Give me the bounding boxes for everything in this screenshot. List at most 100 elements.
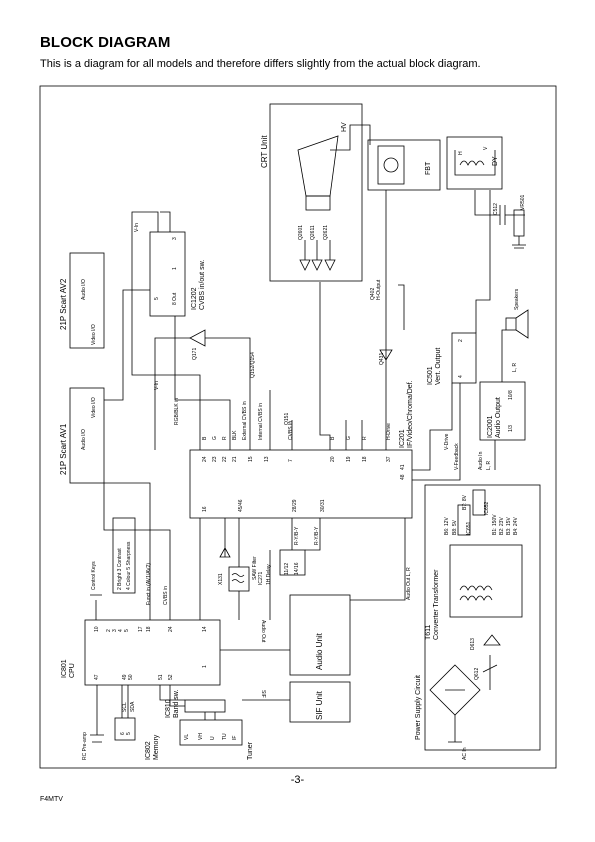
ic1202-pin-1: 1 [172, 267, 178, 270]
q2601-label: Q2601 [298, 225, 304, 240]
control-keys-label: Control Keys [91, 561, 97, 590]
speaker-icon [505, 317, 517, 331]
ic801-pin: 52 [168, 674, 174, 680]
ic801-pin: 50 [128, 674, 134, 680]
scart-av1-video-io: Video I/O [91, 397, 97, 418]
ic801-pin: 2 [106, 629, 112, 632]
osd-note-box [112, 517, 136, 594]
ic201-desc: IF/Video/Chroma/Def. [407, 380, 414, 448]
ic501-desc: Vert. Output [435, 348, 442, 385]
ic1202-pin-out: 8 Out [172, 292, 178, 305]
ic2001-pins-b: 10/8 [508, 390, 514, 400]
ic201-pin: 30/31 [320, 499, 326, 512]
v-feedback-label: V-Feedback [454, 443, 460, 470]
b4-label: B4: 24V [513, 517, 519, 535]
ic2001-name: IC2001 [487, 415, 494, 438]
ic801-box [84, 619, 221, 686]
scart-av2-box [69, 252, 105, 349]
scart-av2-video-io: Video I/O [91, 324, 97, 345]
tuner-pin: VL [184, 734, 190, 740]
cvbs-in-label: CVBS in [163, 586, 169, 605]
q152-label: Q152/Q154 [250, 352, 256, 378]
ic201-box [189, 449, 413, 519]
ic652-box [472, 489, 486, 516]
saw-filter-box [228, 566, 250, 592]
ic501-name: IC501 [427, 366, 434, 385]
ic810-box [184, 699, 226, 713]
ic201-signal-label: Internal CVBS in [258, 403, 264, 440]
crt-unit-box [269, 103, 363, 282]
ic201-signal-label: External CVBS in [242, 401, 248, 440]
tuner-pin: IF [232, 736, 238, 740]
osd-note-line1: 2 Bright 3 Contrast [117, 548, 123, 590]
dy-v-label: V [483, 146, 489, 150]
dy-label: DY [492, 156, 499, 166]
ic2001-box [479, 381, 526, 441]
ic1202-pin-3: 3 [172, 237, 178, 240]
diagram-frame [39, 85, 557, 769]
sif-label: SIF [260, 690, 266, 698]
scart-av1-audio-io: Audio I/O [81, 429, 87, 450]
fbt-label: FBT [425, 161, 432, 175]
ic201-pin: 41 [400, 464, 406, 470]
ic801-pin: 17 [138, 626, 144, 632]
q2611-label: Q2611 [310, 225, 316, 240]
lr-label: L, R [512, 362, 518, 372]
page-subtitle: This is a diagram for all models and the… [40, 58, 481, 70]
ic802-desc: Memory [153, 734, 160, 760]
osd-note-line2: 4 Colour 5 Sharpness [126, 541, 132, 590]
ic201-top-labels: B G R BLK External CVBS in Internal CVBS… [202, 401, 392, 440]
ic801-desc: CPU [69, 663, 76, 678]
lr-label-2: L, R [486, 460, 492, 470]
b7-label: B7: 8V [462, 494, 468, 510]
audio-unit-box [289, 594, 351, 676]
ic201-pin: 18 [362, 456, 368, 462]
rgb-blk-in-label: RGB/BLK in [174, 398, 180, 425]
speakers-label: Speakers [514, 288, 520, 310]
tuner-pin: TU [222, 733, 228, 740]
dy-h-label: H [458, 151, 464, 155]
ic501-pin-2: 2 [458, 339, 464, 342]
ic201-pin: 15 [248, 456, 254, 462]
rc-pre-amp-label: RC Pre-amp [82, 732, 88, 760]
q612-label: Q612 [474, 668, 480, 680]
model-code: F4MTV [40, 796, 63, 803]
transformer-box [449, 544, 523, 618]
ic501-pin-4: 4 [458, 375, 464, 378]
ryby-bottom-label: R-Y/B-Y [314, 526, 320, 545]
ic271-pin: 14/16 [294, 562, 300, 575]
ic271-desc: 1H Delay [266, 564, 272, 585]
ic201-signal-label: G [346, 436, 352, 440]
power-circuit-label: Power Supply Circuit [415, 675, 422, 740]
ic201-signal-label: G [212, 436, 218, 440]
sif-unit-box [289, 681, 351, 723]
q402-label: Q402 [370, 288, 376, 300]
ryby-top-label: R-Y/B-Y [294, 526, 300, 545]
ic201-pin: 24 [202, 456, 208, 462]
ic2001-pins-a: 1/3 [508, 425, 514, 432]
scl-label: SCL [122, 702, 128, 712]
ic201-pin: 48 [400, 474, 406, 480]
tuner-pin: U [210, 736, 216, 740]
ic810-name: IC810 [165, 699, 172, 718]
power-supply-box [424, 484, 541, 751]
scart-av2-label: 21P Scart AV2 [59, 278, 68, 330]
scart-av1-box [69, 387, 105, 484]
b3-label: B3: 15V [506, 517, 512, 535]
ic652-label: IC652 [484, 501, 490, 515]
saw-filter-name: X131 [218, 573, 224, 585]
crt-tube [297, 135, 339, 197]
ic801-pin: 49 [122, 674, 128, 680]
ic201-pin: 45/46 [238, 499, 244, 512]
v-in-label-2: V-In [154, 381, 160, 390]
ic802-pin-6: 6 [120, 732, 126, 735]
t611-label: T611 [425, 624, 432, 640]
ic201-pin: 7 [288, 459, 294, 462]
q2621-label: Q2621 [323, 225, 329, 240]
ic201-pin: 16 [202, 506, 208, 512]
ic201-signal-label: B [202, 436, 208, 440]
ic802-box [114, 717, 136, 741]
ic201-pin: 21 [232, 456, 238, 462]
ic801-pin: 14 [202, 626, 208, 632]
